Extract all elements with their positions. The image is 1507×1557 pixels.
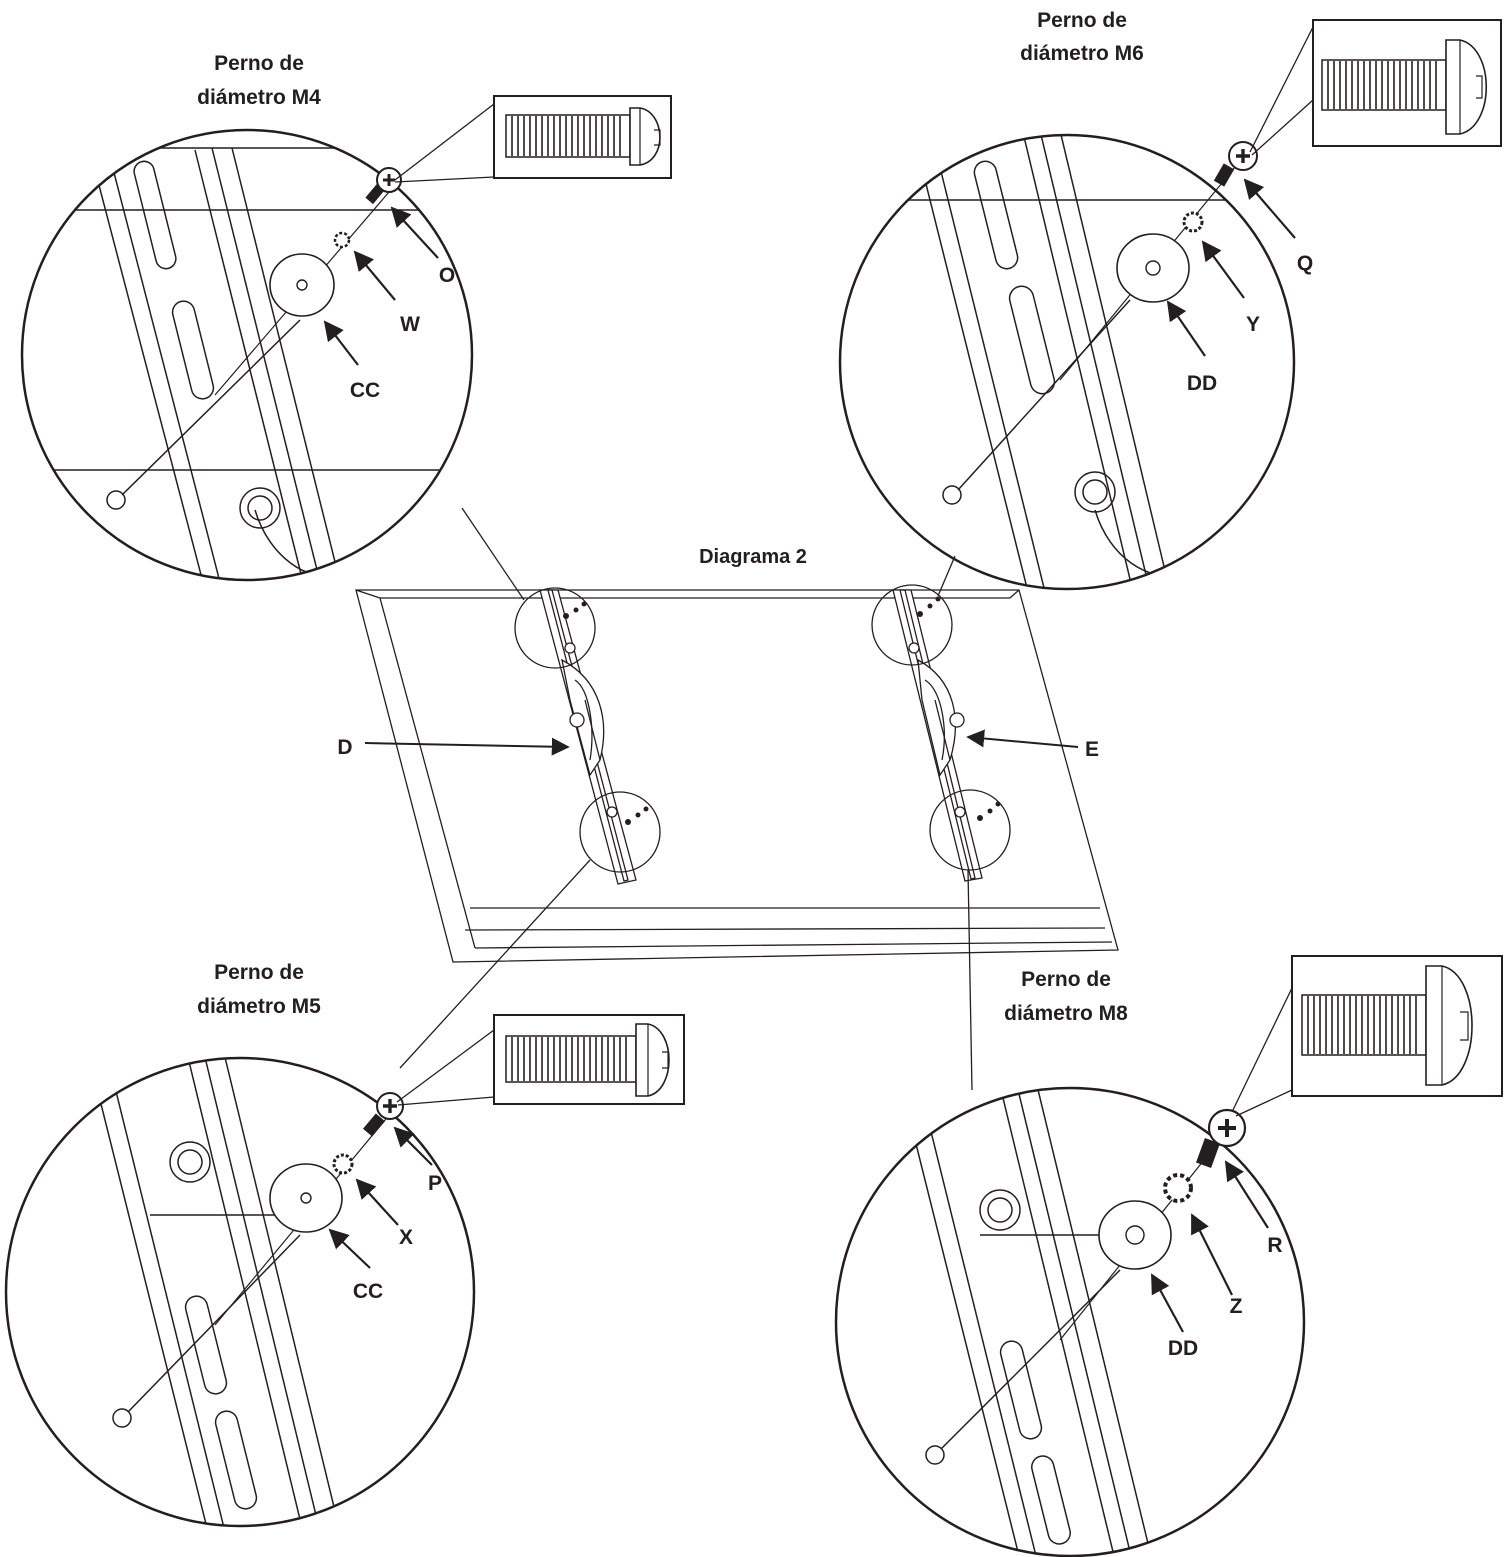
lockwasher-icon [1182, 211, 1204, 233]
detail-m4-frame [20, 128, 474, 582]
diagram-title: Diagrama 2 [699, 546, 807, 568]
detail-m8-title-1: Perno de [1021, 968, 1111, 991]
bolt-inset-m6 [1249, 19, 1502, 156]
label-washer: CC [353, 1280, 383, 1303]
bolt-icon [1213, 141, 1258, 187]
label-bolt: P [428, 1172, 442, 1195]
label-washer: CC [350, 379, 380, 402]
label-bolt: Q [1297, 252, 1313, 275]
label-d: D [337, 736, 352, 759]
bolt-inset-m5 [396, 1014, 685, 1106]
detail-m8-title-2: diámetro M8 [1004, 1002, 1128, 1025]
lockwasher-icon [333, 231, 351, 249]
mini-hardware [563, 596, 1001, 825]
detail-m4: Perno de diámetro M4 [20, 52, 672, 582]
detail-m6-frame [838, 133, 1296, 591]
detail-m5-title-1: Perno de [214, 961, 304, 984]
bolt-inset-m4 [394, 95, 672, 183]
detail-m4-title-1: Perno de [214, 52, 304, 75]
label-e: E [1085, 738, 1099, 761]
label-washer: DD [1168, 1337, 1198, 1360]
detail-m5-frame [4, 1056, 476, 1528]
label-lockwasher: Z [1230, 1295, 1243, 1318]
detail-m6-title-2: diámetro M6 [1020, 42, 1144, 65]
lockwasher-icon [332, 1153, 354, 1175]
detail-m5-title-2: diámetro M5 [197, 995, 321, 1018]
detail-m4-title-2: diámetro M4 [197, 86, 321, 109]
label-lockwasher: W [400, 313, 420, 336]
bolt-icon [362, 1092, 404, 1137]
bolt-icon [1196, 1108, 1247, 1168]
label-bolt: O [439, 264, 455, 287]
detail-m6: Perno de diámetro M6 [838, 9, 1502, 591]
label-bolt: R [1267, 1234, 1282, 1257]
label-lockwasher: Y [1246, 313, 1260, 336]
tv-panel [355, 589, 1119, 963]
label-lockwasher: X [399, 1226, 413, 1249]
detail-m8: Perno de diámetro M8 [834, 955, 1503, 1557]
bracket-e [892, 589, 983, 882]
bolt-inset-m8 [1231, 955, 1503, 1117]
label-washer: DD [1187, 372, 1217, 395]
detail-m6-title-1: Perno de [1037, 9, 1127, 32]
bracket-d [539, 589, 637, 885]
bracket-callouts [364, 729, 1079, 756]
detail-m5: Perno de diámetro M5 [4, 961, 685, 1528]
detail-m8-frame [834, 1086, 1306, 1557]
lockwasher-icon [1163, 1173, 1193, 1203]
leader-lines [399, 507, 973, 1091]
bolt-icon [365, 167, 402, 205]
detail-markers [514, 584, 1011, 873]
